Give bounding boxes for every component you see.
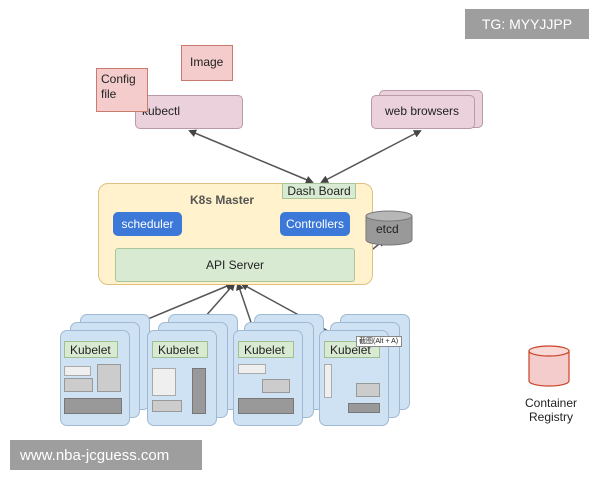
node-2-pod-b <box>152 400 182 412</box>
node-3-pod-b <box>262 379 290 393</box>
watermark-url: www.nba-jcguess.com <box>10 440 202 470</box>
node-1-pod-c <box>97 364 121 392</box>
node-1-pod-a <box>64 366 91 376</box>
node-2-pod-a <box>152 368 176 396</box>
screenshot-hint: 截图(Alt + A) <box>356 336 402 347</box>
node-1-pod-d <box>64 398 122 414</box>
kubelet-2: Kubelet <box>152 341 208 358</box>
dash-board: Dash Board <box>282 183 356 199</box>
image-label: Image <box>190 55 224 69</box>
web-browsers-label: web browsers <box>385 104 460 118</box>
container-registry-label: Container Registry <box>524 396 578 424</box>
kubectl-box <box>135 95 243 129</box>
etcd-label: etcd <box>376 222 399 236</box>
controllers-box: Controllers <box>280 212 350 236</box>
master-title: K8s Master <box>190 193 255 207</box>
web-browsers-box <box>371 95 475 129</box>
arrow-browsers-dashboard <box>320 130 422 183</box>
node-4-pod-a <box>324 364 332 398</box>
config-file-note: Config file <box>96 68 148 112</box>
kubelet-3: Kubelet <box>238 341 294 358</box>
node-4-pod-c <box>348 403 380 413</box>
arrow-kubectl-dashboard <box>188 129 314 184</box>
etcd-cylinder <box>365 210 413 246</box>
node-4-pod-b <box>356 383 380 397</box>
node-1-pod-b <box>64 378 93 392</box>
node-3-pod-c <box>238 398 294 414</box>
config-file-label: Config file <box>101 72 136 101</box>
kubelet-1: Kubelet <box>64 341 118 358</box>
api-server: API Server <box>115 248 355 282</box>
scheduler-box: scheduler <box>113 212 182 236</box>
image-note: Image <box>181 45 233 81</box>
watermark-tag: TG: MYYJJPP <box>465 9 589 39</box>
node-3-pod-a <box>238 364 266 374</box>
kubectl-label: kubectl <box>142 104 181 118</box>
node-2-pod-c <box>192 368 206 414</box>
container-registry-cylinder <box>528 345 570 387</box>
